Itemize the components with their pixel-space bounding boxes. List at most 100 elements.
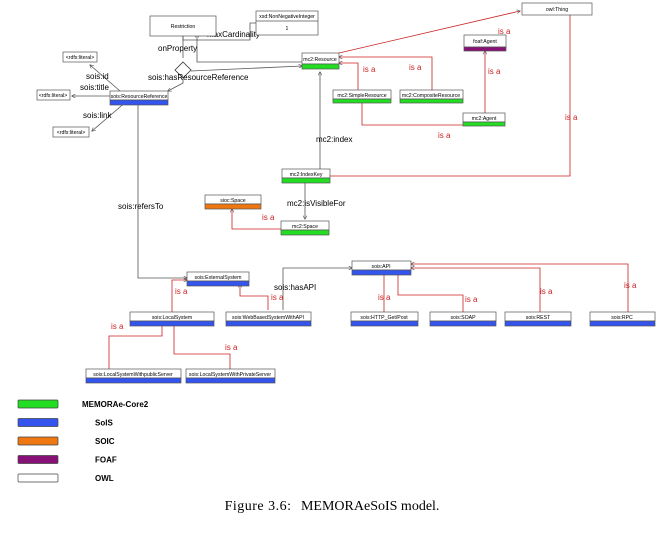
caption: Figure 3.6: MEMORAeSoIS model. xyxy=(225,497,440,514)
node-sois-external-label: sois:ExternalSystem xyxy=(195,275,242,281)
isa-indexkey-thing xyxy=(330,11,570,177)
node-rdfs-literal-title[interactable]: <rdfs:literal> xyxy=(36,89,71,101)
node-mc2-composite-bar xyxy=(399,98,464,104)
node-sois-local-label: sois:LocalSystem xyxy=(152,315,192,321)
isa-label-indexkey-thing: is a xyxy=(565,113,578,122)
isa-label-simple: is a xyxy=(363,65,376,74)
node-mc2-simple[interactable]: mc2:SimpleResource xyxy=(332,89,392,104)
node-mc2-space[interactable]: mc2:Space xyxy=(280,220,330,236)
node-sois-rpc[interactable]: sois:RPC xyxy=(589,311,656,327)
node-mc2-composite-label: mc2:CompositeResource xyxy=(402,93,460,99)
isa-label-rpc: is a xyxy=(624,281,637,290)
node-mc2-indexkey[interactable]: mc2:IndexKey xyxy=(281,168,331,184)
isa-label-local: is a xyxy=(175,287,188,296)
legend-swatch-sois xyxy=(17,418,59,427)
node-sois-local[interactable]: sois:LocalSystem xyxy=(129,311,215,327)
legend-label-soic: SOIC xyxy=(95,437,115,446)
node-sois-public[interactable]: sois:LocalSystemWithpublicServer xyxy=(85,368,182,384)
legend-label-memorae-core2: MEMORAe-Core2 xyxy=(82,400,149,409)
edge-diamond-resource xyxy=(190,66,302,72)
node-nonneg[interactable]: xsd:NonNegativeInteger 1 xyxy=(255,10,319,36)
isa-resource-thing xyxy=(338,11,520,54)
label-sois-id: sois:id xyxy=(86,72,109,81)
isa-private-local xyxy=(174,321,231,369)
node-rdfs-literal-link-label: <rdfs:literal> xyxy=(57,130,86,136)
label-mc2-index: mc2:index xyxy=(316,135,352,144)
node-sois-private[interactable]: sois:LocalSystemWithPrivateServer xyxy=(185,368,276,384)
node-sois-public-bar xyxy=(85,377,182,384)
node-rdfs-literal-link[interactable]: <rdfs:literal> xyxy=(52,126,90,138)
node-foaf-agent-label: foaf:Agent xyxy=(473,39,497,45)
node-sois-webbased-label: sois:WebBasedSystemWithAPI xyxy=(232,315,304,321)
label-sois-title: sois:title xyxy=(80,83,109,92)
node-sois-http-bar xyxy=(350,320,419,327)
node-sois-rest-bar xyxy=(504,320,572,327)
edge-labels: maxCardinality onProperty sois:hasResour… xyxy=(80,30,352,292)
node-sioc-space[interactable]: sioc:Space xyxy=(204,194,262,210)
edge-sois-refers-to xyxy=(137,101,187,278)
node-mc2-agent[interactable]: mc2:Agent xyxy=(462,112,506,127)
node-sois-resref-label: sois:ResourceReference xyxy=(111,94,168,100)
legend-swatch-foaf xyxy=(17,455,59,464)
node-foaf-agent[interactable]: foaf:Agent xyxy=(463,34,507,52)
node-sois-soap[interactable]: sois:SOAP xyxy=(429,311,497,327)
node-sioc-space-label: sioc:Space xyxy=(220,198,245,204)
label-on-property: onProperty xyxy=(158,44,197,53)
nodes: Restriction xsd:NonNegativeInteger 1 owl… xyxy=(36,2,656,384)
restriction-diamond xyxy=(174,61,192,79)
legend-swatch-memorae-core2 xyxy=(17,399,59,409)
node-sois-webbased[interactable]: sois:WebBasedSystemWithAPI xyxy=(225,311,312,327)
edge-sois-has-api xyxy=(282,268,352,310)
node-mc2-indexkey-bar xyxy=(281,177,331,184)
node-mc2-resource-label: mc2:Resource xyxy=(303,57,337,63)
node-owl-thing[interactable]: owl:Thing xyxy=(521,2,593,16)
node-rdfs-literal-id[interactable]: <rdfs:literal> xyxy=(62,51,98,63)
label-has-resource-reference: sois:hasResourceReference xyxy=(148,73,249,82)
node-mc2-simple-label: mc2:SimpleResource xyxy=(337,93,386,99)
legend-swatch-owl xyxy=(17,473,59,483)
node-rdfs-literal-id-label: <rdfs:literal> xyxy=(66,55,95,61)
isa-label-http: is a xyxy=(378,293,391,302)
isa-label-webbased: is a xyxy=(271,293,284,302)
node-mc2-agent-label: mc2:Agent xyxy=(472,116,497,122)
node-restriction-label: Restriction xyxy=(171,24,196,30)
node-sioc-space-bar xyxy=(204,203,262,210)
node-sois-http[interactable]: sois:HTTP_Get/Post xyxy=(350,311,419,327)
figure-caption: Figure 3.6: MEMORAeSoIS model. xyxy=(225,497,440,514)
node-sois-webbased-bar xyxy=(225,320,312,327)
legend-label-owl: OWL xyxy=(95,474,114,483)
node-sois-external-bar xyxy=(186,280,250,287)
node-foaf-agent-bar xyxy=(463,46,507,52)
node-restriction[interactable]: Restriction xyxy=(149,15,217,37)
label-mc2-is-visible-for: mc2:isVisibleFor xyxy=(287,199,346,208)
label-sois-link: sois:link xyxy=(83,111,112,120)
node-sois-rest-label: sois:REST xyxy=(526,315,551,321)
isa-label-soap: is a xyxy=(465,295,478,304)
edge-sois-id xyxy=(90,65,121,92)
isa-label-public: is a xyxy=(111,322,124,331)
node-mc2-indexkey-label: mc2:IndexKey xyxy=(290,172,323,178)
node-sois-api[interactable]: sois:API xyxy=(351,260,412,276)
node-mc2-resource[interactable]: mc2:Resource xyxy=(301,52,340,70)
isa-label-agent-simple: is a xyxy=(438,131,451,140)
legend-label-sois: SoIS xyxy=(95,419,113,428)
node-mc2-space-bar xyxy=(280,229,330,236)
node-nonneg-label: xsd:NonNegativeInteger xyxy=(259,14,315,20)
isa-label-private: is a xyxy=(225,343,238,352)
figure-caption-prefix: Figure 3.6: xyxy=(225,499,292,514)
node-sois-resref[interactable]: sois:ResourceReference xyxy=(109,90,169,106)
node-sois-external[interactable]: sois:ExternalSystem xyxy=(186,271,250,287)
isa-labels: is a is a is a is a is a is a is a is a … xyxy=(111,27,637,352)
isa-edges xyxy=(108,11,629,369)
isa-soap-api xyxy=(398,272,464,312)
node-sois-http-label: sois:HTTP_Get/Post xyxy=(360,315,408,321)
node-nonneg-value: 1 xyxy=(286,26,289,32)
node-sois-rest[interactable]: sois:REST xyxy=(504,311,572,327)
isa-composite-resource xyxy=(339,57,433,90)
isa-rpc-api xyxy=(411,264,629,312)
node-owl-thing-label: owl:Thing xyxy=(546,7,568,13)
isa-simple-resource xyxy=(339,63,359,90)
node-mc2-composite[interactable]: mc2:CompositeResource xyxy=(399,89,464,104)
property-edges xyxy=(72,23,352,310)
